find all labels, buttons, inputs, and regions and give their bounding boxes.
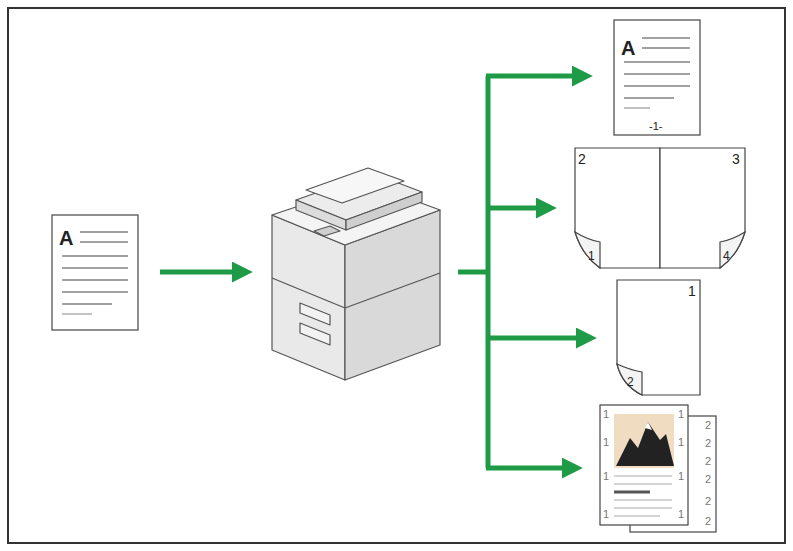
page-number: 1 xyxy=(678,409,684,420)
page-number: 2 xyxy=(705,474,711,485)
page-number: 1 xyxy=(603,437,609,448)
page-number: 1 xyxy=(678,471,684,482)
page-number: 2 xyxy=(627,376,634,388)
page-number: 1 xyxy=(603,509,609,520)
page-number: 2 xyxy=(705,420,711,431)
stamped-pages xyxy=(600,405,716,532)
document-page: 2 3 1 4 xyxy=(575,148,745,268)
original-document xyxy=(52,215,138,330)
page-number: 2 xyxy=(705,496,711,507)
page-number: 1 xyxy=(688,284,696,298)
document-letter: A xyxy=(59,228,73,248)
document-letter: A xyxy=(621,38,635,58)
document-page: 1 1 1 1 1 1 1 1 xyxy=(600,405,688,525)
page-number: 3 xyxy=(732,152,740,166)
page-number: 1 xyxy=(603,471,609,482)
duplex-page xyxy=(617,280,700,395)
flow-arrows xyxy=(160,76,580,468)
page-number: -1- xyxy=(649,121,662,132)
document-page: A xyxy=(52,215,138,330)
page-number: 1 xyxy=(603,409,609,420)
document-page: 2 2 2 2 2 2 xyxy=(630,416,716,532)
page-number: 2 xyxy=(705,438,711,449)
document-page: A -1- xyxy=(614,20,700,135)
booklet xyxy=(575,148,745,268)
page-number: 1 xyxy=(588,250,595,262)
page-number: 2 xyxy=(578,152,586,166)
numbered-page xyxy=(614,20,700,135)
copier xyxy=(272,168,440,380)
page-number: 1 xyxy=(678,437,684,448)
page-number: 4 xyxy=(723,250,730,262)
page-number: 2 xyxy=(705,516,711,527)
frame xyxy=(8,8,785,543)
page-number: 1 xyxy=(678,509,684,520)
document-page: 12 xyxy=(617,280,700,395)
page-number: 2 xyxy=(705,456,711,467)
